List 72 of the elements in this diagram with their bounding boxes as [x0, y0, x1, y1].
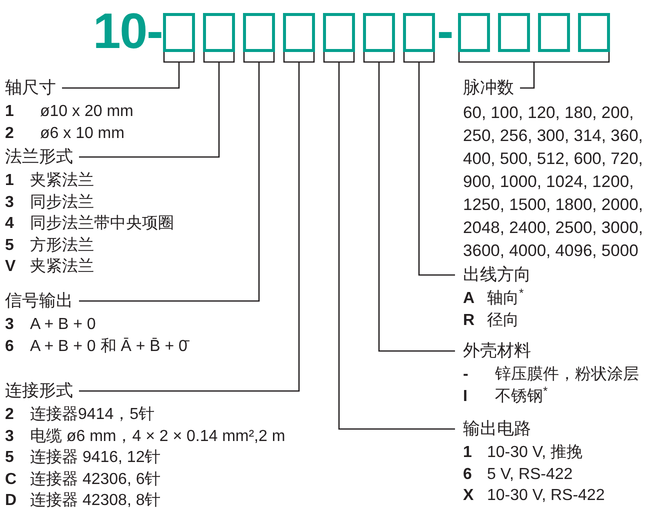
option-text: 夹紧法兰	[30, 256, 94, 277]
group-heading: 连接形式	[5, 380, 73, 402]
leader-line	[323, 51, 456, 430]
code-box	[578, 13, 610, 52]
code-prefix: -	[437, 2, 453, 61]
option-code: 5	[5, 236, 15, 256]
group-heading: 输出电路	[463, 418, 531, 440]
option-code: 1	[5, 102, 15, 122]
option-text: ø10 x 20 mm	[40, 102, 134, 122]
option-code: -	[463, 365, 470, 385]
code-box	[283, 13, 315, 52]
code-box	[538, 13, 570, 52]
option-code: V	[5, 257, 17, 277]
option-code: I	[463, 386, 468, 406]
option-code: 3	[5, 426, 15, 446]
option-text: 同步法兰带中央项圈	[30, 214, 174, 234]
leader-line	[403, 51, 456, 276]
option-text: 同步法兰	[30, 192, 94, 212]
leader-line	[363, 51, 456, 352]
group-heading: 出线方向	[463, 264, 531, 286]
group-heading: 信号输出	[5, 290, 73, 312]
option-code: 2	[5, 124, 15, 144]
option-text: 锌压膜件，粉状涂层	[495, 364, 639, 385]
option-text: 连接器 42308, 8针	[30, 490, 161, 511]
code-box	[203, 13, 235, 52]
option-code: 1	[5, 171, 15, 191]
option-text: 连接器 9416, 12针	[30, 448, 161, 468]
code-box	[498, 13, 530, 52]
option-text: 连接器9414，5针	[30, 404, 154, 425]
group-heading: 脉冲数	[463, 77, 514, 99]
code-prefix: 10-	[93, 2, 162, 61]
option-text: 轴向$^{*}$	[487, 288, 524, 309]
group-heading: 法兰形式	[5, 146, 73, 168]
leader-line	[78, 51, 275, 302]
option-text: ø6 x 10 mm	[40, 124, 124, 144]
option-text: 连接器 42306, 6针	[30, 470, 161, 490]
option-code: A	[463, 289, 476, 309]
code-box	[163, 13, 195, 52]
option-text: 10-30 V, 推挽	[487, 443, 582, 463]
option-code: C	[5, 470, 18, 490]
option-text: 10-30 V, RS-422	[487, 486, 605, 506]
group-heading: 外壳材料	[463, 340, 531, 362]
option-text: 5 V, RS-422	[487, 464, 573, 484]
leader-line	[458, 51, 610, 89]
option-text: 不锈钢$^{*}$	[495, 386, 548, 406]
option-text: A + B + 0	[30, 315, 96, 335]
option-code: 5	[5, 448, 15, 468]
option-code: D	[5, 491, 18, 511]
code-box	[323, 13, 355, 52]
group-heading: 轴尺寸	[5, 77, 56, 99]
code-box	[363, 13, 395, 52]
option-text: 径向	[487, 310, 519, 330]
option-text: 夹紧法兰	[30, 170, 94, 191]
option-text: A + B + 0 和 Ā + B̄ + 0̄	[30, 336, 188, 356]
code-box	[458, 13, 490, 52]
option-code: 2	[5, 405, 15, 425]
option-code: R	[463, 310, 476, 330]
leader-line	[78, 51, 235, 158]
option-code: 4	[5, 214, 15, 234]
leader-line	[61, 51, 195, 89]
option-code: 1	[463, 443, 473, 463]
option-text: 方形法兰	[30, 236, 94, 256]
code-box	[243, 13, 275, 52]
option-code: X	[463, 486, 475, 506]
option-code: 6	[5, 336, 15, 356]
pulse-count-list: 60, 100, 120, 180, 200, 250, 256, 300, 314, 360, 400, 500, 512, 600, 720, 900, 1000, 1024, 1200, 1250, 1500, 1800, 2000, 2048, 2400, 2500, 3000, 3600, 4000, 4096, 5000	[463, 101, 660, 262]
option-code: 6	[463, 464, 473, 484]
leader-line	[78, 51, 315, 392]
option-code: 3	[5, 192, 15, 212]
option-code: 3	[5, 315, 15, 335]
option-text: 电缆 ø6 mm，4 × 2 × 0.14 mm²,2 m	[30, 426, 286, 446]
code-box	[403, 13, 435, 52]
